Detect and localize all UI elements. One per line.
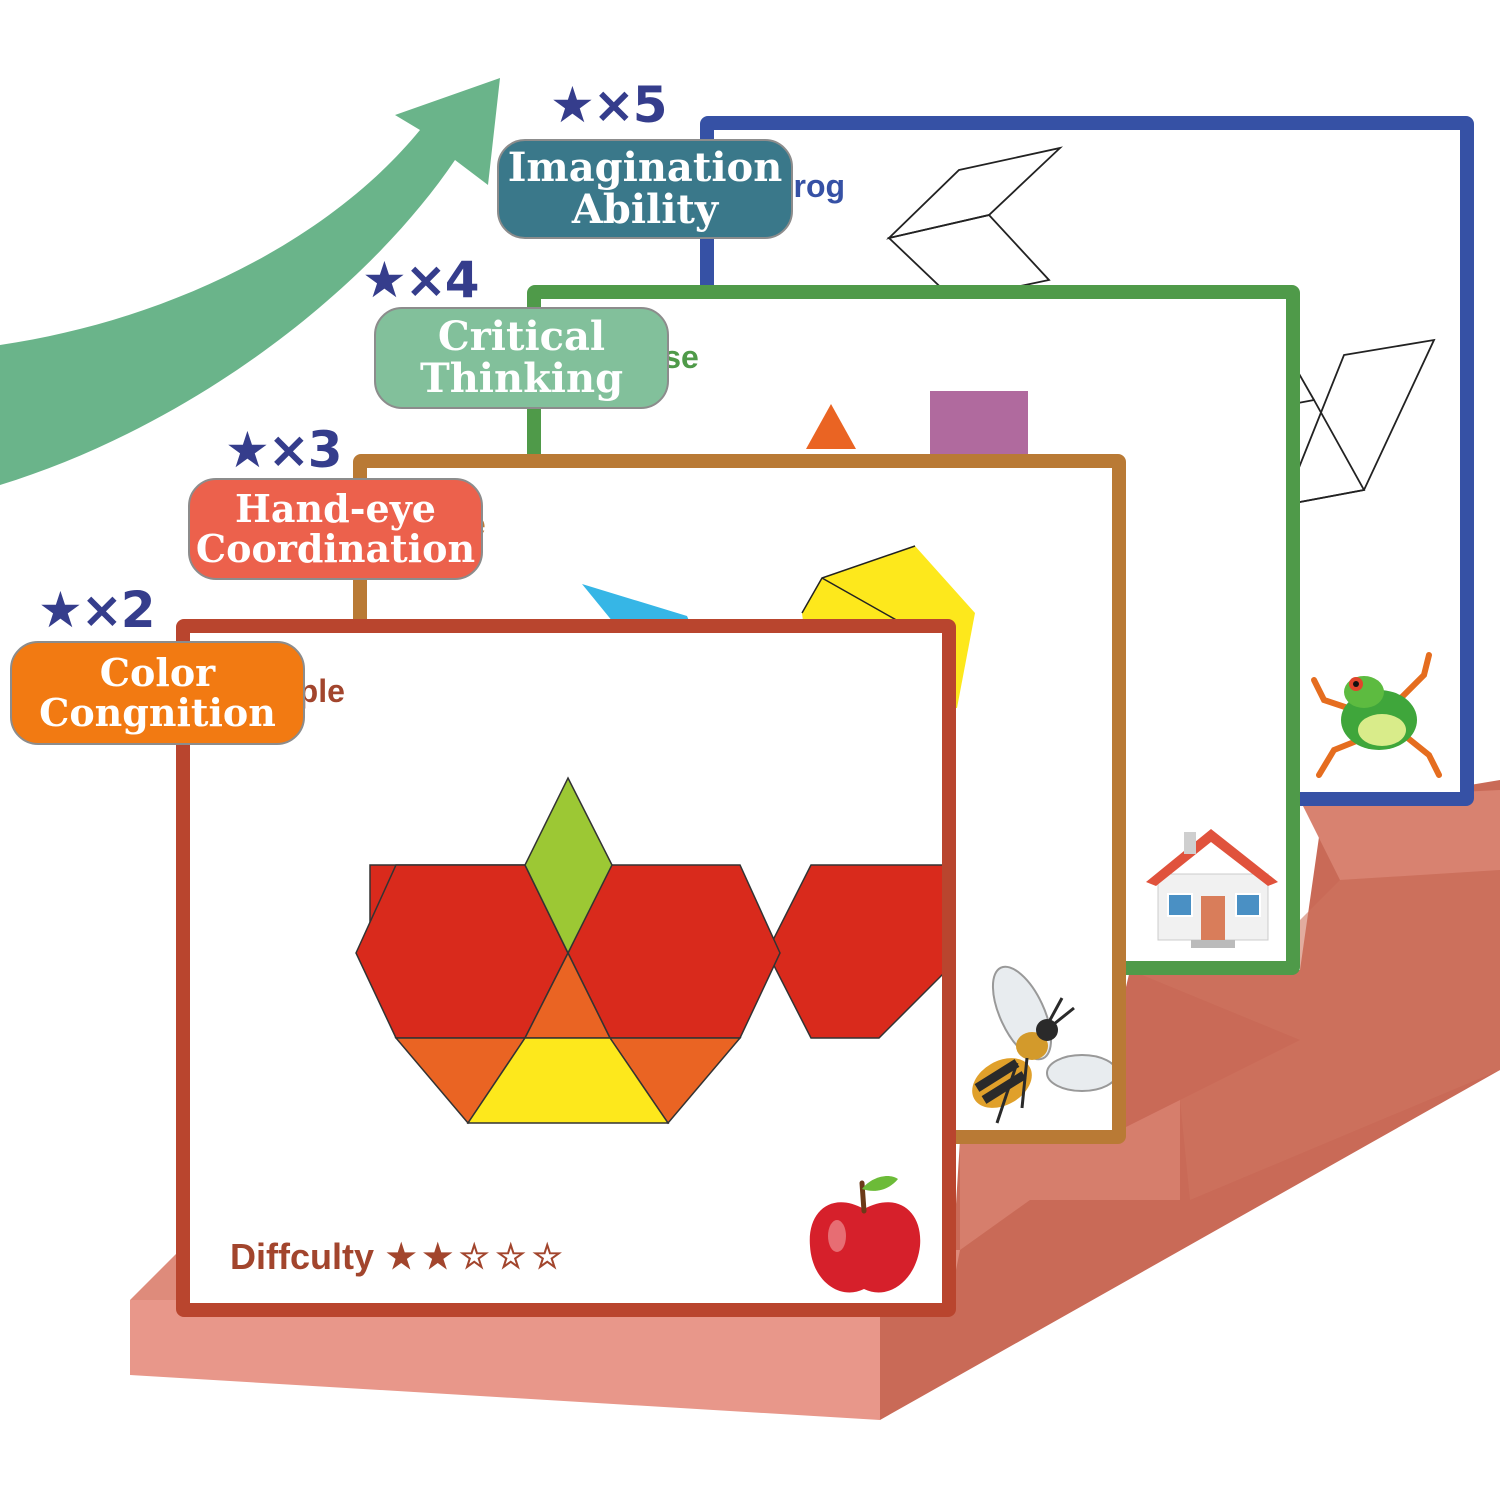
star-empty-icon: ☆: [531, 1238, 563, 1276]
star-empty-icon: ☆: [458, 1238, 490, 1276]
skill-pill-line2: Thinking: [419, 355, 624, 402]
level-badge-3: ★×3: [225, 421, 343, 479]
level-badge-5: ★×5: [550, 76, 668, 134]
skill-pill-line1: Critical: [437, 313, 606, 360]
bee-icon: [972, 965, 1112, 1124]
skill-pill-line1: Hand-eye: [235, 486, 436, 532]
skill-pill-line1: Imagination: [507, 144, 783, 191]
level-badge-2: ★×2: [38, 581, 156, 639]
skill-pill-line2: Ability: [571, 186, 719, 233]
apple-icon: [809, 1176, 921, 1293]
star-filled-icon: ★: [386, 1238, 417, 1276]
skill-pill-critical-thinking: Critical Thinking: [374, 307, 669, 409]
difficulty-label: Diffculty: [230, 1236, 374, 1277]
skill-pill-line1: Color: [99, 650, 216, 696]
star-filled-icon: ★: [422, 1238, 453, 1276]
house-pattern: [806, 391, 1028, 466]
frog-icon: [1311, 652, 1442, 778]
difficulty-rating: Diffculty ★★☆☆☆: [230, 1236, 568, 1278]
skill-pill-color-congnition: Color Congnition: [10, 641, 305, 745]
house-icon: [1146, 829, 1278, 948]
skill-pill-line2: Coordination: [195, 526, 476, 571]
apple-pattern: [355, 776, 942, 1125]
skill-pill-line2: Congnition: [39, 690, 276, 735]
level-badge-4: ★×4: [362, 251, 480, 309]
apple-card: Apple Diffculty ★★☆☆☆: [176, 619, 956, 1317]
skill-pill-imagination-ability: Imagination Ability: [497, 139, 793, 239]
star-empty-icon: ☆: [495, 1238, 526, 1276]
skill-pill-hand-eye-coordination: Hand-eye Coordination: [188, 478, 483, 580]
